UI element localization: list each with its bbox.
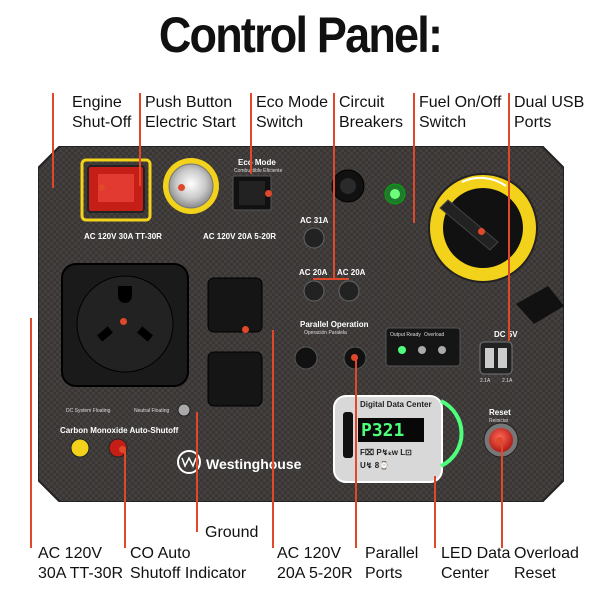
overload-label: Overload bbox=[424, 332, 445, 338]
shutoff-switch-frame bbox=[80, 158, 152, 222]
output-ready-label: Output Ready bbox=[390, 332, 421, 338]
page-title: Control Panel: bbox=[158, 7, 443, 63]
outlet-20a-top[interactable] bbox=[207, 277, 263, 333]
callout-dual-usb: Dual USB Ports bbox=[514, 94, 585, 131]
dc-floating-label: DC System Floating bbox=[66, 408, 111, 414]
usb-right-label: 2.1A bbox=[502, 378, 513, 384]
parallel-port-left[interactable] bbox=[294, 346, 318, 370]
breaker-31a-label: AC 31A bbox=[300, 216, 329, 225]
led-display-value: P321 bbox=[361, 420, 405, 441]
breaker-20a-right[interactable] bbox=[338, 280, 360, 302]
callout-push-button-start: Push Button Electric Start bbox=[145, 94, 236, 131]
usb-port-left[interactable] bbox=[485, 348, 494, 368]
parallel-operation-sub: Operación Paralela bbox=[304, 330, 347, 336]
breaker-20a-right-label: AC 20A bbox=[337, 268, 366, 277]
breaker-31a[interactable] bbox=[303, 227, 325, 249]
co-service-light bbox=[70, 438, 90, 458]
control-panel: Eco Mode Combustible Eficiente AC 120V 3… bbox=[37, 145, 565, 503]
callout-ground: Ground bbox=[205, 524, 259, 541]
outlet-20a-label: AC 120V 20A 5-20R bbox=[203, 232, 277, 241]
callout-fuel-switch: Fuel On/Off Switch bbox=[419, 94, 502, 131]
reset-sub: Reiniciar bbox=[489, 418, 509, 424]
westinghouse-logo bbox=[177, 450, 201, 474]
ground-terminal[interactable] bbox=[177, 403, 191, 417]
callout-circuit-breakers: Circuit Breakers bbox=[339, 94, 404, 131]
data-center-title: Digital Data Center bbox=[360, 400, 432, 409]
breaker-20a-left-label: AC 20A bbox=[299, 268, 328, 277]
outlet-30a-label: AC 120V 30A TT-30R bbox=[84, 232, 162, 241]
brand-name: Westinghouse bbox=[206, 456, 302, 472]
panel-graphic bbox=[37, 145, 565, 503]
parallel-operation-label: Parallel Operation bbox=[300, 320, 369, 329]
callout-parallel-ports: Parallel Ports bbox=[365, 545, 419, 582]
breaker-20a-left[interactable] bbox=[303, 280, 325, 302]
eco-mode-sub: Combustible Eficiente bbox=[234, 168, 283, 174]
display-row1: F⌧ P↯ₖw L⊡ bbox=[360, 448, 412, 457]
callout-led-center: LED Data Center bbox=[441, 545, 511, 582]
usb-port-right[interactable] bbox=[498, 348, 507, 368]
dc5v-label: DC 5V bbox=[494, 330, 518, 339]
neutral-floating-label: Neutral Floating bbox=[134, 408, 170, 414]
callout-ac-20a: AC 120V 20A 5-20R bbox=[277, 545, 353, 582]
callout-overload-reset: Overload Reset bbox=[514, 545, 579, 582]
led-display bbox=[358, 418, 424, 442]
push-button-start[interactable] bbox=[168, 163, 214, 209]
callout-ac-30a: AC 120V 30A TT-30R bbox=[38, 545, 124, 582]
usb-left-label: 2.1A bbox=[480, 378, 491, 384]
outlet-20a-bottom[interactable] bbox=[207, 351, 263, 407]
co-shutoff-label: Carbon Monoxide Auto-Shutoff bbox=[60, 426, 179, 435]
usb-ports bbox=[479, 341, 513, 375]
eco-mode-label: Eco Mode bbox=[238, 158, 276, 167]
callout-engine-shutoff: Engine Shut-Off bbox=[72, 94, 132, 131]
callout-co-indicator: CO Auto Shutoff Indicator bbox=[130, 545, 247, 582]
reset-label: Reset bbox=[489, 408, 511, 417]
callout-eco-mode-switch: Eco Mode Switch bbox=[256, 94, 329, 131]
display-row2: U↯ 8⌚ bbox=[360, 461, 390, 470]
